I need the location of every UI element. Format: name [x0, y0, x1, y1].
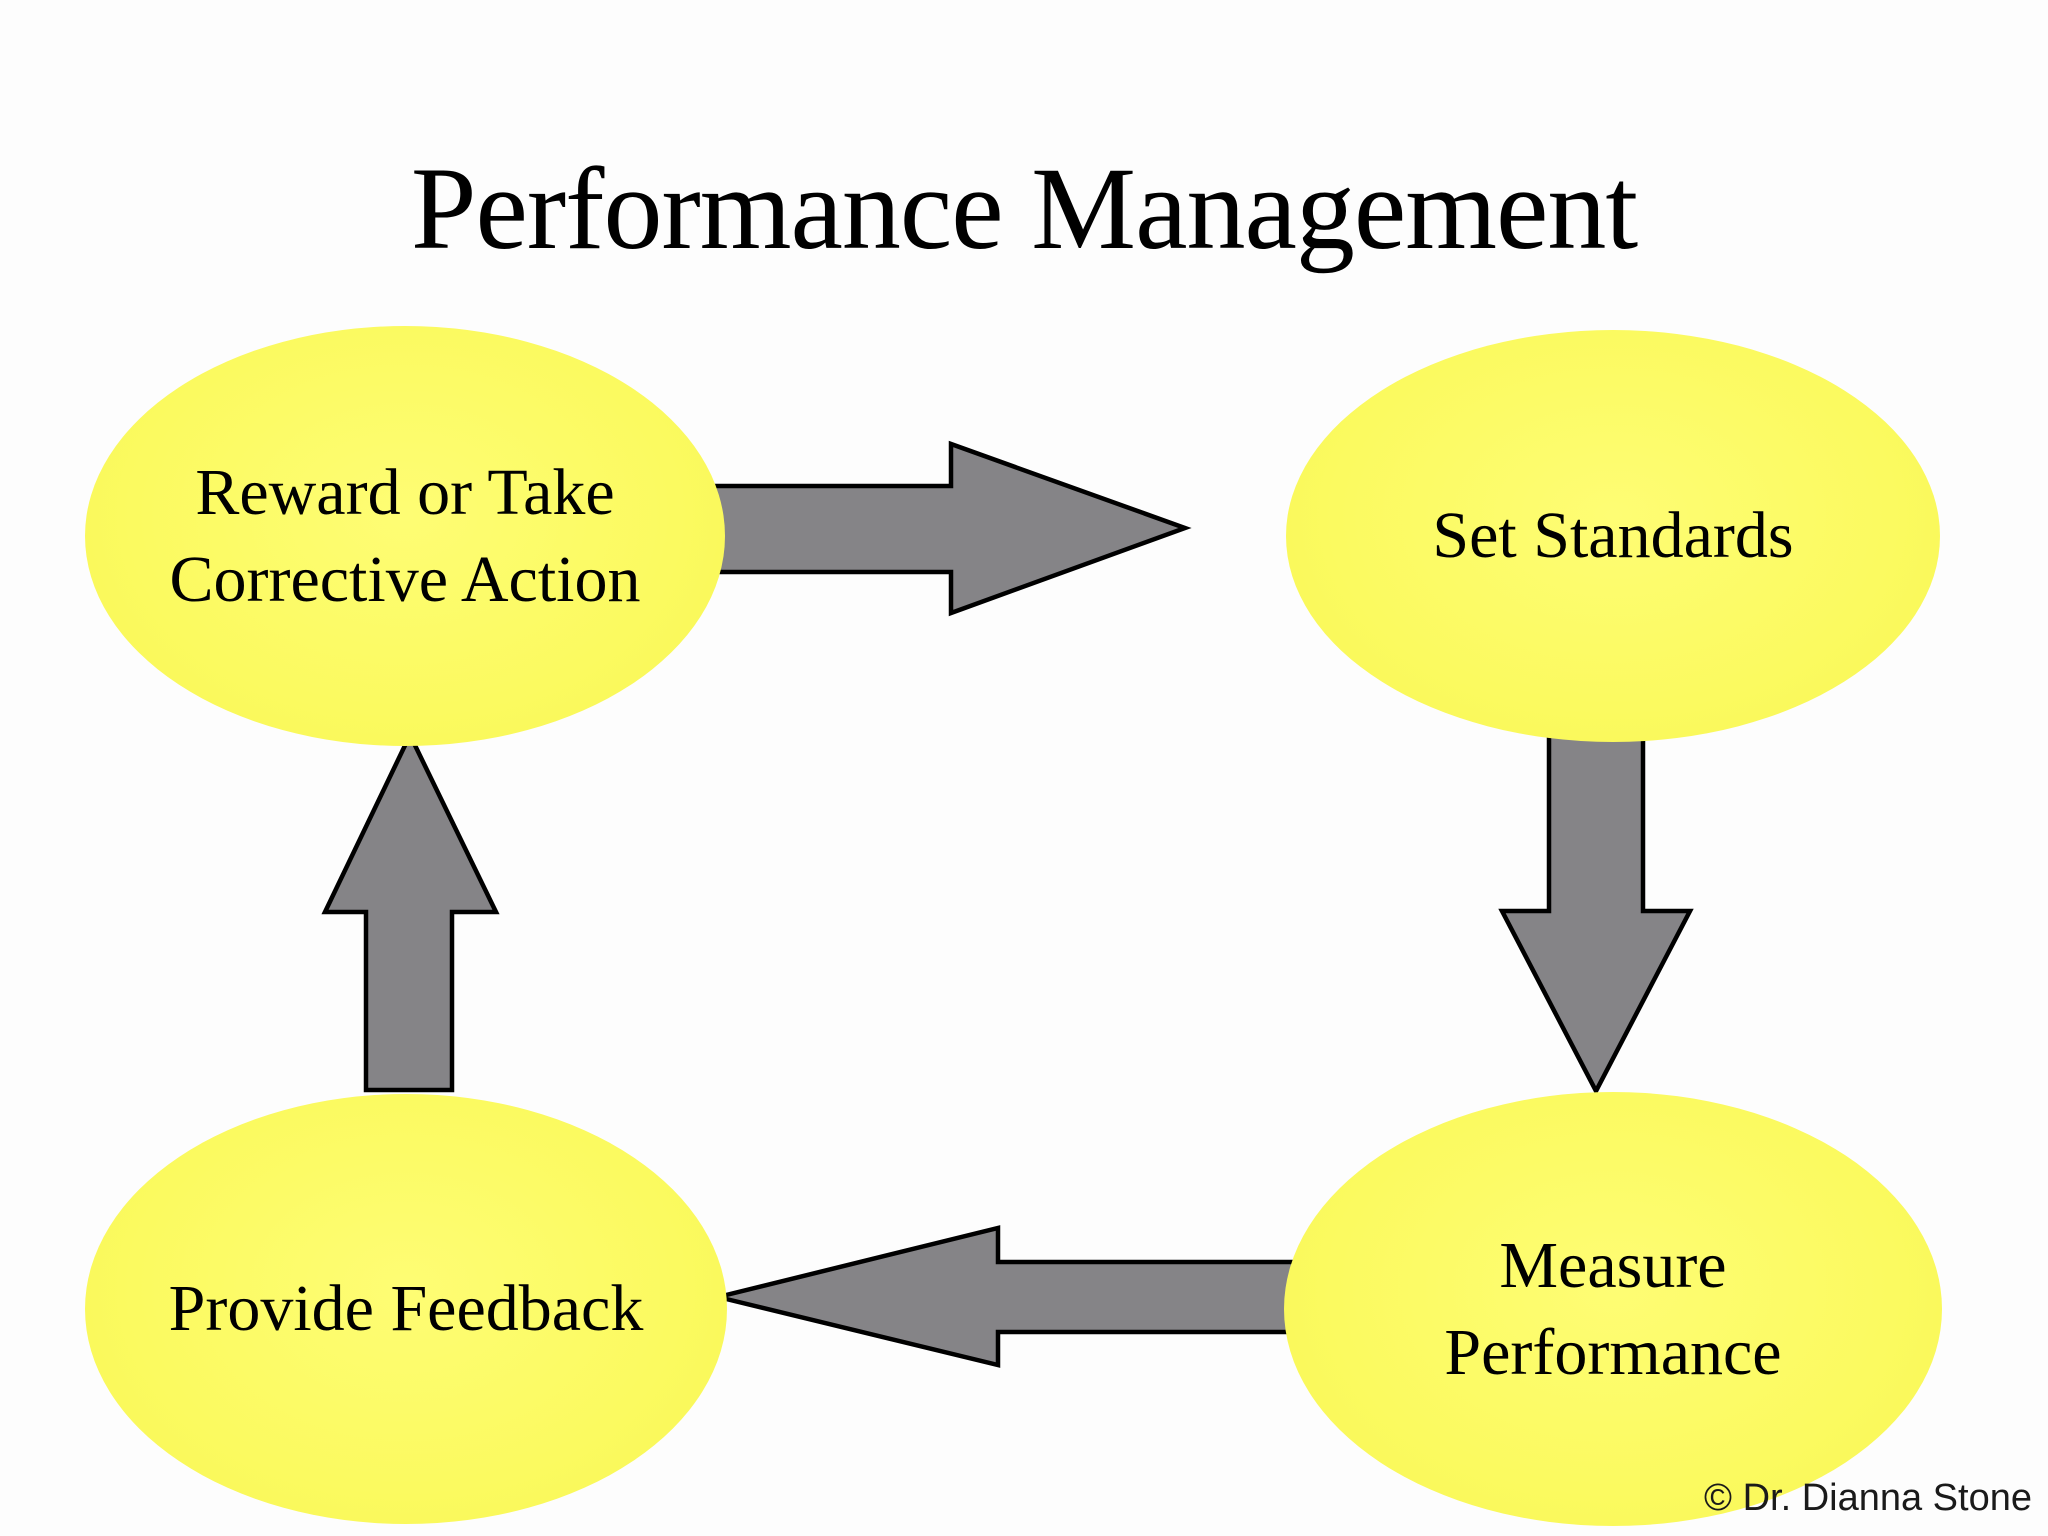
node-set-standards: Set Standards	[1286, 330, 1940, 742]
arrow-right-icon	[711, 440, 1192, 617]
arrow-up-icon	[321, 729, 500, 1093]
page-title: Performance Management	[410, 143, 1638, 274]
arrow-down-icon	[1498, 730, 1694, 1096]
node-label: Provide Feedback	[168, 1272, 644, 1346]
node-label: Set Standards	[1432, 499, 1794, 573]
node-reward-or-take-corrective-action: Reward or Take Corrective Action	[85, 326, 725, 746]
node-label: Reward or Take Corrective Action	[169, 455, 641, 616]
node-label: Measure Performance	[1444, 1228, 1782, 1389]
arrow-left-icon	[717, 1225, 1298, 1368]
node-provide-feedback: Provide Feedback	[85, 1094, 727, 1524]
copyright-notice: © Dr. Dianna Stone	[1704, 1477, 2032, 1519]
node-measure-performance: Measure Performance	[1284, 1092, 1942, 1526]
